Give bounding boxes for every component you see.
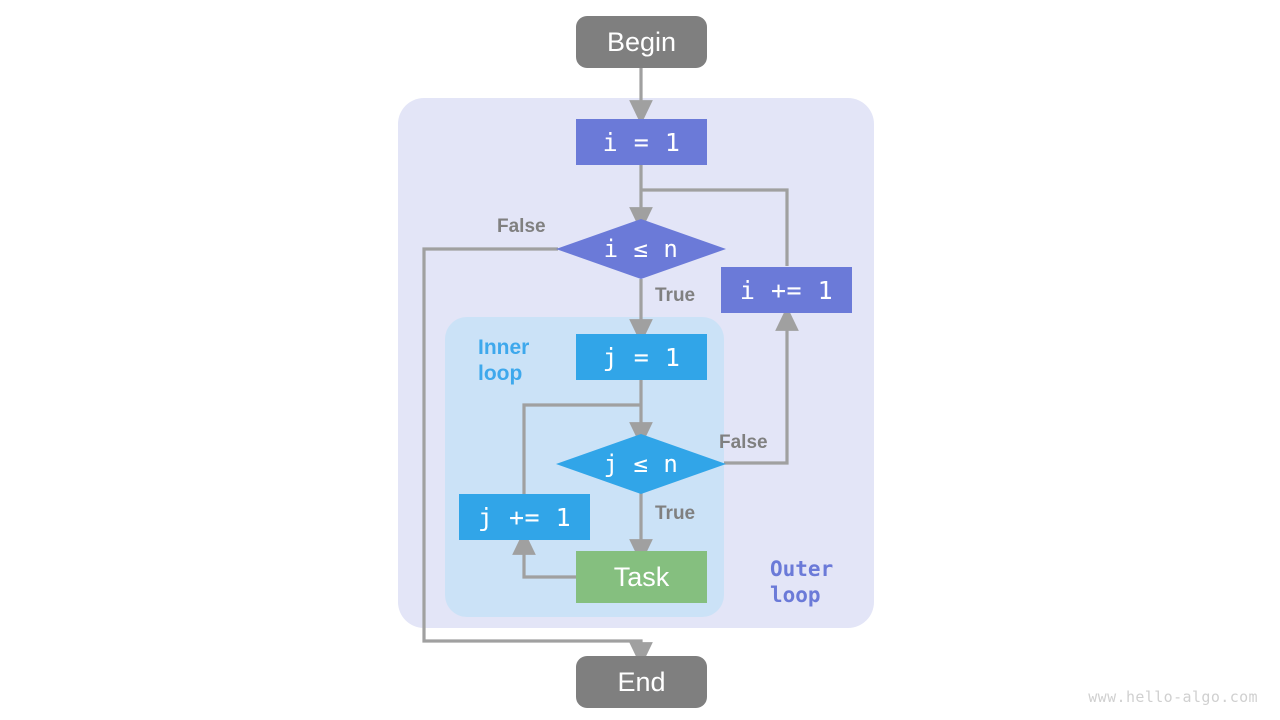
node-init-i[interactable]: i = 1 xyxy=(576,119,707,165)
node-task[interactable]: Task xyxy=(576,551,707,603)
watermark: www.hello-algo.com xyxy=(1088,688,1258,706)
edge-label-outer-false: False xyxy=(497,216,546,237)
edge-cond-i-false-to-end xyxy=(422,247,653,667)
edge-task-to-incr-j xyxy=(512,530,576,579)
node-incr-i[interactable]: i += 1 xyxy=(721,267,852,313)
node-incr-j[interactable]: j += 1 xyxy=(459,494,590,540)
edge-label-inner-true: True xyxy=(655,503,696,524)
node-cond-i-label: i ≤ n xyxy=(603,235,679,263)
caption-outer-loop: Outer loop xyxy=(770,557,834,607)
node-cond-i[interactable]: i ≤ n xyxy=(556,219,726,279)
node-cond-j-label: j ≤ n xyxy=(603,450,679,478)
node-cond-j[interactable]: j ≤ n xyxy=(556,434,726,494)
caption-inner-loop: Inner loop xyxy=(478,336,530,385)
edge-cond-j-false-to-incr-i xyxy=(724,306,799,465)
edge-label-outer-true: True xyxy=(655,285,696,306)
edge-label-inner-false: False xyxy=(719,432,768,453)
diamond-shape-inner xyxy=(556,434,726,494)
node-init-j[interactable]: j = 1 xyxy=(576,334,707,380)
edge-incr-i-to-cond-i xyxy=(641,188,789,266)
node-end[interactable]: End xyxy=(576,656,707,708)
node-begin[interactable]: Begin xyxy=(576,16,707,68)
diamond-shape-outer xyxy=(556,219,726,279)
edge-incr-j-to-cond-j xyxy=(522,403,641,494)
